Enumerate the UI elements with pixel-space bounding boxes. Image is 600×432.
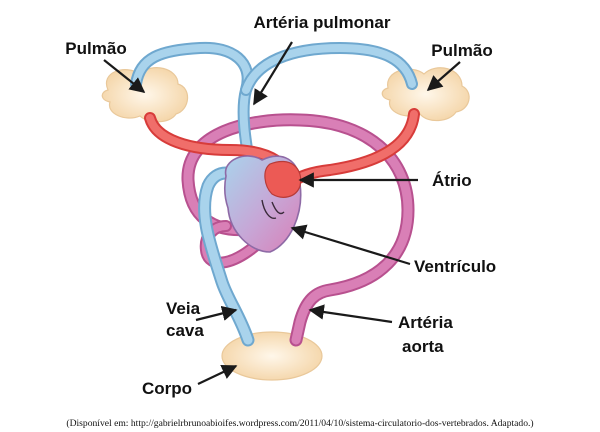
- arrow-corpo: [197, 364, 238, 385]
- label-arteria-aorta-1: Artéria: [398, 313, 453, 332]
- pointer-arrows: [103, 41, 461, 385]
- atrium-shape: [264, 160, 302, 198]
- lung-left: [101, 67, 189, 123]
- source-caption: (Disponível em: http://gabrielrbrunoabio…: [66, 418, 533, 429]
- arrow-arteria-pulmonar: [253, 41, 293, 106]
- body-organ: [221, 331, 323, 381]
- label-arteria-pulmonar: Artéria pulmonar: [254, 13, 391, 32]
- arrow-ventriculo: [290, 224, 411, 266]
- label-pulmao-left: Pulmão: [65, 39, 126, 58]
- arrow-veia-cava: [195, 305, 238, 322]
- label-arteria-aorta-2: aorta: [402, 337, 444, 356]
- arrow-pulmao-left: [103, 59, 146, 93]
- systemic-loop: [181, 113, 415, 347]
- arrow-arteria-aorta: [308, 304, 393, 324]
- heart: [223, 155, 302, 253]
- label-ventriculo: Ventrículo: [414, 257, 496, 276]
- lung-right: [381, 67, 470, 122]
- label-corpo: Corpo: [142, 379, 192, 398]
- label-veia-cava-1: Veia: [166, 299, 201, 318]
- label-pulmao-right: Pulmão: [431, 41, 492, 60]
- label-atrio: Átrio: [432, 171, 472, 190]
- label-veia-cava-2: cava: [166, 321, 204, 340]
- arrow-pulmao-right: [426, 61, 461, 92]
